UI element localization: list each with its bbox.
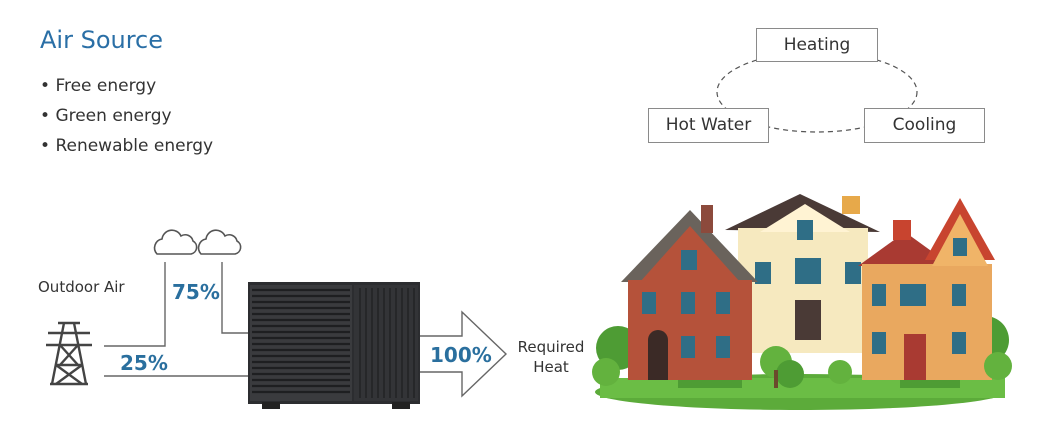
cooling-box: Cooling [864, 108, 985, 143]
required-label-line1: Required [517, 338, 585, 356]
heat-pump-unit [248, 282, 420, 409]
hot-water-box: Hot Water [648, 108, 769, 143]
air-flow-lines [104, 262, 249, 377]
required-heat-label: Required Heat [510, 337, 592, 377]
arrow-icon [420, 310, 508, 398]
heating-box: Heating [756, 28, 878, 62]
list-item: Renewable energy [40, 134, 213, 164]
houses-illustration [592, 194, 1012, 410]
list-item: Green energy [40, 104, 213, 134]
page-title: Air Source [40, 26, 164, 54]
list-item: Free energy [40, 74, 213, 104]
cloud-icon [197, 229, 242, 255]
grid-percent-label: 25% [120, 351, 168, 375]
feature-list: Free energy Green energy Renewable energ… [40, 74, 213, 164]
required-label-line2: Heat [533, 358, 569, 376]
outdoor-air-label: Outdoor Air [38, 278, 125, 296]
cloud-icon [153, 229, 198, 255]
air-percent-label: 75% [172, 280, 220, 304]
transmission-tower-icon [46, 321, 92, 386]
output-percent-label: 100% [430, 343, 492, 367]
